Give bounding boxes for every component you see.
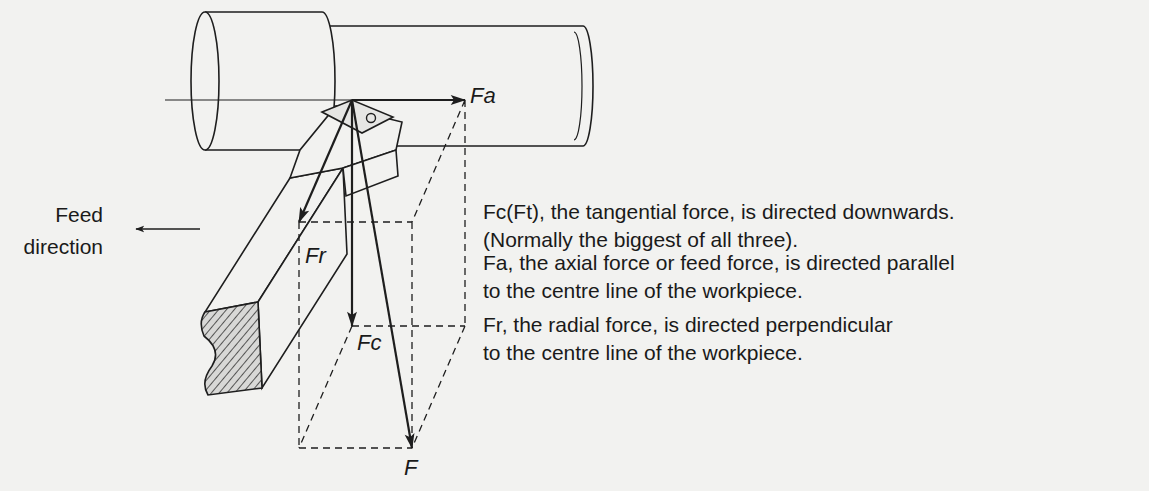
insert-screw — [367, 114, 376, 123]
tangential-force-arrow — [351, 100, 353, 326]
workpiece-shoulder — [205, 12, 335, 150]
feed-direction-label: Feed direction — [3, 199, 103, 263]
centre-line — [165, 99, 352, 100]
radial-force-arrow — [299, 100, 352, 222]
workpiece-chamfer — [574, 32, 582, 140]
force-note: Fa, the axial force or feed force, is di… — [483, 249, 958, 305]
force-symbol: F — [404, 456, 417, 480]
feed-arrow — [136, 228, 200, 230]
workpiece-end-face — [191, 12, 219, 150]
tool-shank-side — [258, 168, 347, 388]
force-construction-lines — [299, 100, 465, 448]
force-symbol: Fa — [470, 84, 496, 108]
resultant-force-arrow — [352, 100, 412, 448]
force-note: Fc(Ft), the tangential force, is directe… — [483, 198, 958, 254]
axial-force-arrow — [352, 99, 465, 101]
force-note: Fr, the radial force, is directed perpen… — [483, 311, 896, 367]
force-symbol: Fr — [305, 244, 326, 268]
tool-section-hatch — [201, 302, 262, 395]
force-symbol: Fc — [357, 331, 381, 355]
